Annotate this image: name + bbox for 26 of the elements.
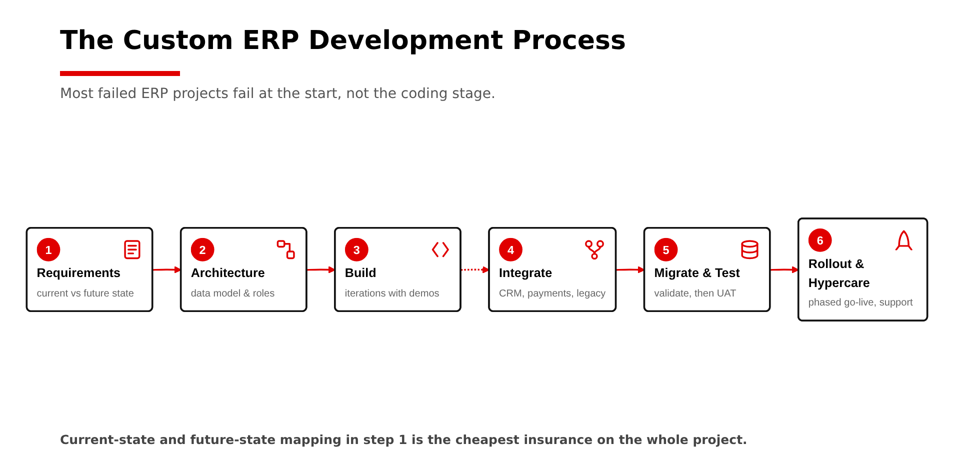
diagram-title: The Custom ERP Development Process (60, 26, 626, 56)
step-card (798, 218, 928, 322)
step-card (180, 227, 308, 312)
step-description: data model & roles (190, 286, 275, 299)
arrow (152, 266, 182, 274)
arrow (306, 266, 336, 274)
step-card (643, 227, 771, 312)
step-title: Build (344, 266, 376, 281)
step-description: phased go-live, support (808, 296, 913, 308)
step-description: CRM, payments, legacy (499, 286, 606, 299)
arrow (770, 266, 800, 274)
step-description: iterations with demos (344, 286, 440, 299)
step-title: Architecture (190, 266, 265, 281)
step-title: Requirements (36, 266, 121, 281)
step-card (26, 227, 154, 312)
subtitle: Most failed ERP projects fail at the start, not the coding stage. (60, 86, 496, 102)
step-description: validate, then UAT (654, 286, 736, 299)
step-description: current vs future state (36, 286, 134, 299)
step-card (334, 227, 462, 312)
arrow (460, 266, 490, 274)
footnote: Current-state and future-state mapping in step 1 is the cheapest insurance on the whole project. (60, 432, 748, 447)
step-title: Rollout & Hypercare (808, 256, 870, 290)
step-title: Integrate (499, 266, 552, 281)
step-title: Migrate & Test (654, 266, 740, 281)
step-card (488, 227, 617, 312)
arrow (616, 266, 645, 274)
